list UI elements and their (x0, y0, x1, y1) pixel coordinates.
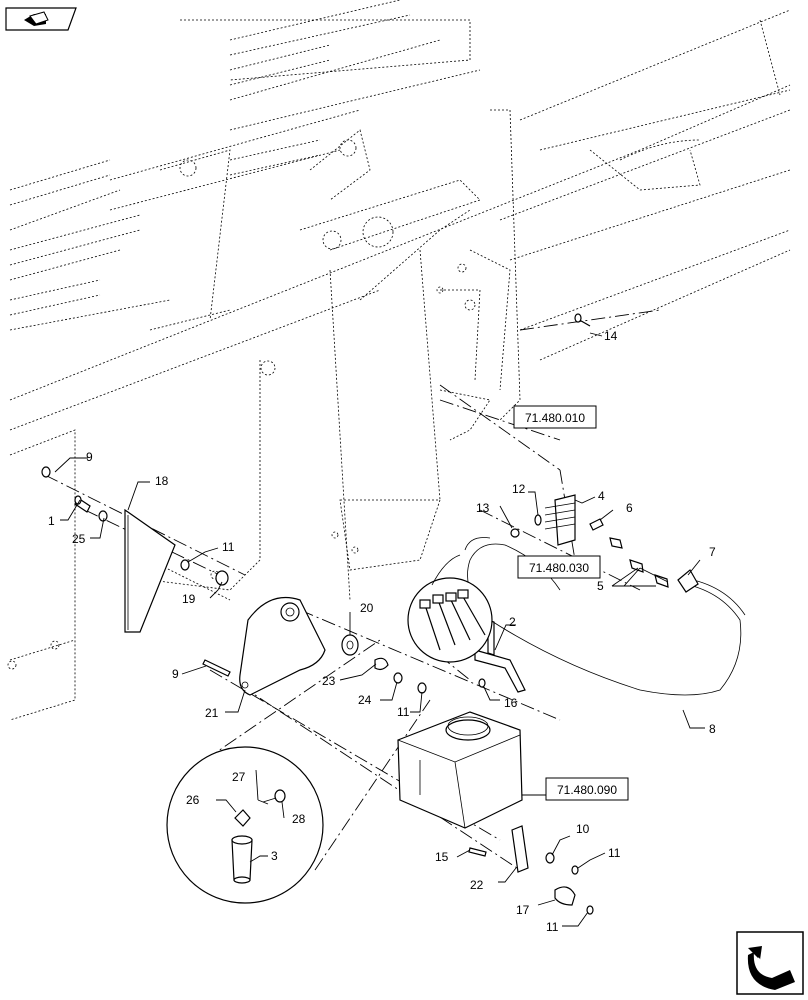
shield-plate-part (124, 508, 176, 633)
svg-text:71.480.010: 71.480.010 (525, 411, 585, 425)
callout-5: 5 (597, 579, 604, 593)
hydraulic-hose-part (464, 537, 746, 696)
callout-14: 14 (604, 329, 618, 343)
pin-detail-circle (166, 746, 324, 904)
callout-10: 10 (576, 822, 590, 836)
callout-7: 7 (709, 545, 716, 559)
reference-box-71-480-030[interactable]: 71.480.030 (517, 555, 601, 579)
callout-6: 6 (626, 501, 633, 515)
callout-1: 1 (48, 514, 55, 528)
callout-25: 25 (72, 532, 86, 546)
callout-16: 16 (504, 696, 518, 710)
callout-leaders (54, 332, 705, 927)
header-frame (7, 0, 791, 721)
callout-11a: 11 (222, 540, 235, 554)
callout-27: 27 (232, 770, 246, 784)
callout-15: 15 (435, 850, 449, 864)
fittings-detail-circle (407, 554, 493, 663)
callout-4: 4 (598, 489, 605, 503)
return-arrow-icon[interactable] (736, 931, 804, 995)
callout-21: 21 (205, 706, 219, 720)
hardware-parts (41, 313, 604, 915)
reference-box-71-480-010[interactable]: 71.480.010 (513, 405, 597, 429)
pivot-plate-part (239, 596, 326, 696)
callout-28: 28 (292, 812, 306, 826)
callout-9b: 9 (172, 667, 179, 681)
callout-19: 19 (182, 592, 196, 606)
callout-26: 26 (186, 793, 200, 807)
callout-17: 17 (516, 903, 530, 917)
callout-11b: 11 (397, 705, 410, 719)
callout-24: 24 (358, 693, 372, 707)
callout-18: 18 (155, 474, 169, 488)
reference-box-71-480-090[interactable]: 71.480.090 (545, 777, 629, 801)
callout-11d: 11 (546, 920, 559, 934)
svg-text:71.480.090: 71.480.090 (557, 783, 617, 797)
callout-3: 3 (271, 849, 278, 863)
callout-20: 20 (360, 601, 374, 615)
callout-11c: 11 (608, 846, 621, 860)
callout-9a: 9 (86, 450, 93, 464)
reservoir-tank-part (397, 711, 523, 829)
callout-13: 13 (476, 501, 490, 515)
callout-23: 23 (322, 674, 336, 688)
callout-12: 12 (512, 482, 526, 496)
callout-8: 8 (709, 722, 716, 736)
catalog-book-icon[interactable] (5, 7, 77, 31)
callout-2: 2 (509, 615, 516, 629)
callout-22: 22 (470, 878, 484, 892)
bushing-part (341, 634, 359, 656)
svg-text:71.480.030: 71.480.030 (529, 561, 589, 575)
callout-labels: 1 2 3 4 5 6 7 8 9 9 10 11 11 11 11 12 13… (48, 329, 716, 934)
